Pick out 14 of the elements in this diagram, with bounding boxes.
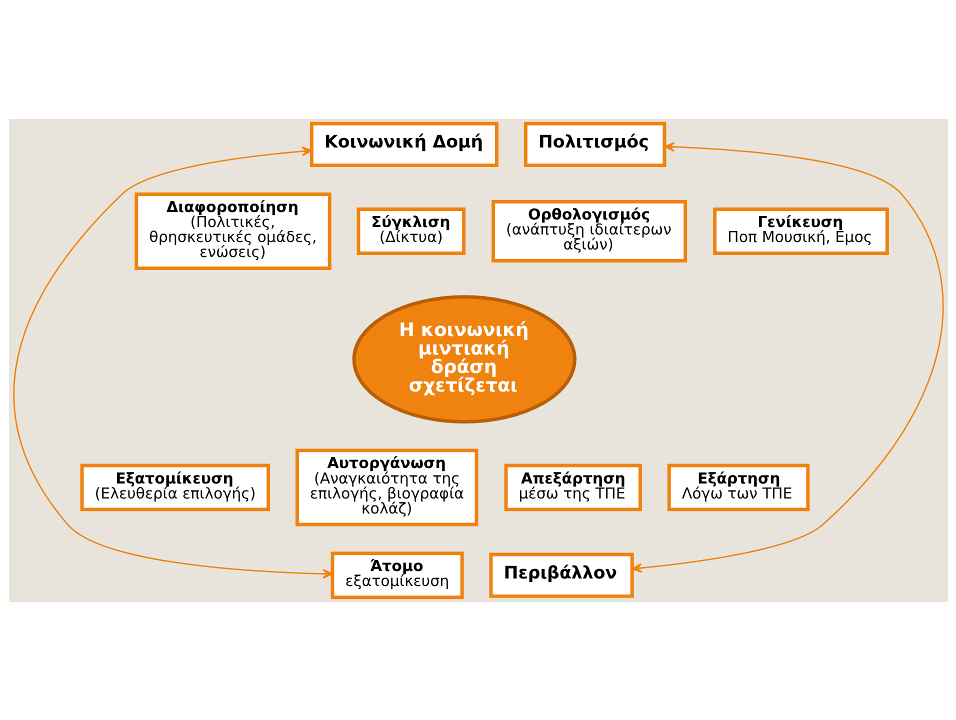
node-box: Αυτοργάνωση (Αναγκαιότητα της επιλογής, βιογραφία κολάζ) xyxy=(294,448,478,526)
node-ellipse: Η κοινωνική μιντιακή δράση σχετίζεται xyxy=(352,294,576,424)
node-box: Περιβάλλον xyxy=(488,552,634,598)
arrow xyxy=(631,142,943,572)
node-box: Πολιτισμός xyxy=(523,121,666,167)
node-box: Ορθολογισμός (ανάπτυξη ιδιαίτερων αξιών) xyxy=(491,200,687,262)
node-box: Γενίκευση Ποπ Μουσική, Εμος xyxy=(712,207,888,254)
node-box: Κοινωνική Δομή xyxy=(309,121,498,167)
node-box: Σύγκλιση (Δίκτυα) xyxy=(356,207,466,254)
node-box: Άτομο εξατομίκευση xyxy=(330,551,464,599)
node-box: Διαφοροποίηση (Πολιτικές, θρησκευτικές ομάδες, ενώσεις) xyxy=(134,192,331,270)
node-box: Απεξάρτηση μέσω της ΤΠΕ xyxy=(504,463,642,511)
node-box: Εξάρτηση Λόγω των ΤΠΕ xyxy=(666,463,810,511)
node-box: Εξατομίκευση (Ελευθερία επιλογής) xyxy=(80,463,270,511)
